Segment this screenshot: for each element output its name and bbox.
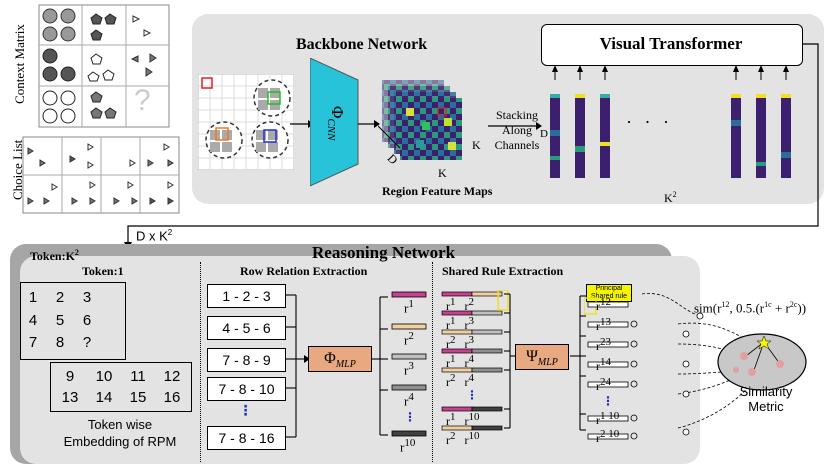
rule-label: r23 [596,336,611,353]
rule-ellipsis: ⋮ [602,394,614,408]
matrix-token: 5 [55,312,65,329]
matrix-token: 2 [55,289,65,306]
choice-token: 13 [61,389,79,406]
row-relation-title: Row Relation Extraction [240,264,368,278]
connector-transformer-to-reasoning [124,43,819,250]
r-label: r10 [400,437,416,455]
arrow-cnn-to-maps [358,120,380,128]
row-box: 7 - 8 - 16 [207,426,286,450]
row-box: 1 - 2 - 3 [207,284,286,308]
choice-token: 15 [129,389,147,406]
r-ellipsis: ⋮ [404,410,416,424]
choice-token: 11 [130,368,146,385]
row-connectors [286,294,388,438]
token-k2-label: Token:K2 [30,248,79,263]
choice-token: 12 [163,368,181,385]
matrix-token: ? [82,334,92,351]
choice-token: 10 [95,368,113,385]
pair-label: r1 r3 [446,315,474,332]
rule-label: r14 [596,356,611,373]
pair-label: r1 r2 [446,296,474,313]
pair-label: r2 r4 [446,372,474,389]
similarity-formula: sim(r12, 0.5.(r1c + r2c)) [694,300,807,316]
pair-label: r1 r10 [446,411,480,428]
rule-label: r24 [596,376,611,393]
r-vectors [391,291,427,437]
pair-connectors [504,293,586,431]
row-ellipsis: ⋮ [238,402,253,418]
separator-2 [432,262,433,462]
r-label: r2 [404,330,414,348]
visual-transformer-title: Visual Transformer [599,34,743,53]
missing-panel-question-mark: ? [134,84,151,117]
feature-vectors [550,65,791,178]
rule-label: r1 10 [596,410,620,427]
choice-list [22,136,180,214]
dim-k-bottom: K [438,166,447,180]
vector-dots: · · · [626,112,673,132]
region-maps-label: Region Feature Maps [382,184,493,198]
choice-token: 9 [65,368,75,385]
stack-d-label: D [540,128,548,140]
row-box: 7 - 8 - 9 [207,348,286,372]
principal-rule-badge: Principal Shared rule [586,284,632,302]
backbone-title: Backbone Network [296,36,428,53]
rule-label: r2 10 [596,428,620,445]
row-box: 4 - 5 - 6 [207,316,286,340]
matrix-token: 8 [55,334,65,351]
separator-1 [200,262,201,462]
r-label: r1 [404,298,414,316]
matrix-token: 4 [28,312,38,329]
phi-mlp-box: ΦMLP [308,346,372,372]
cnn-trapezoid [310,58,359,187]
region-feature-maps [378,80,462,160]
patch-grid [198,74,294,170]
dim-k-right: K [472,138,481,152]
r-label: r4 [404,391,414,409]
row-box: 7 - 8 - 10 [207,377,286,401]
similarity-metric-label: Similarity Metric [739,384,793,414]
pair-label: r1 r4 [446,353,474,370]
matrix-token: 1 [28,289,38,306]
token-choice-box [50,362,192,412]
pair-label: r2 r10 [446,430,480,447]
reasoning-title: Reasoning Network [312,243,456,262]
token-matrix-box [20,282,126,360]
rule-label: r13 [596,316,611,333]
choice-token: 14 [95,389,113,406]
matrix-token: 3 [82,289,92,306]
visual-transformer-box [541,24,803,66]
k2-label: K2 [664,190,677,205]
context-matrix-label: Context Matrix [12,24,27,104]
pair-vectors [441,290,509,431]
connector-dim-label: D x K2 [136,228,173,244]
arrow-stacking [488,122,542,130]
similarity-links [641,293,807,436]
pair-label: r2 r3 [446,334,474,351]
choice-token: 16 [163,389,181,406]
shared-rule-title: Shared Rule Extraction [442,264,564,278]
matrix-token: 6 [82,312,92,329]
matrix-token: 7 [28,334,38,351]
pair-ellipsis: ⋮ [466,388,478,402]
context-matrix [38,4,170,128]
stacking-label: Stacking Along Channels [494,108,540,152]
token1-title: Token:1 [82,264,124,278]
psi-mlp-box: ΨMLP [515,344,569,370]
r-label: r3 [404,360,414,378]
rule-vectors [584,297,638,440]
embedding-caption: Token wise Embedding of RPM [63,417,177,449]
rule-label: r12 [596,296,611,313]
